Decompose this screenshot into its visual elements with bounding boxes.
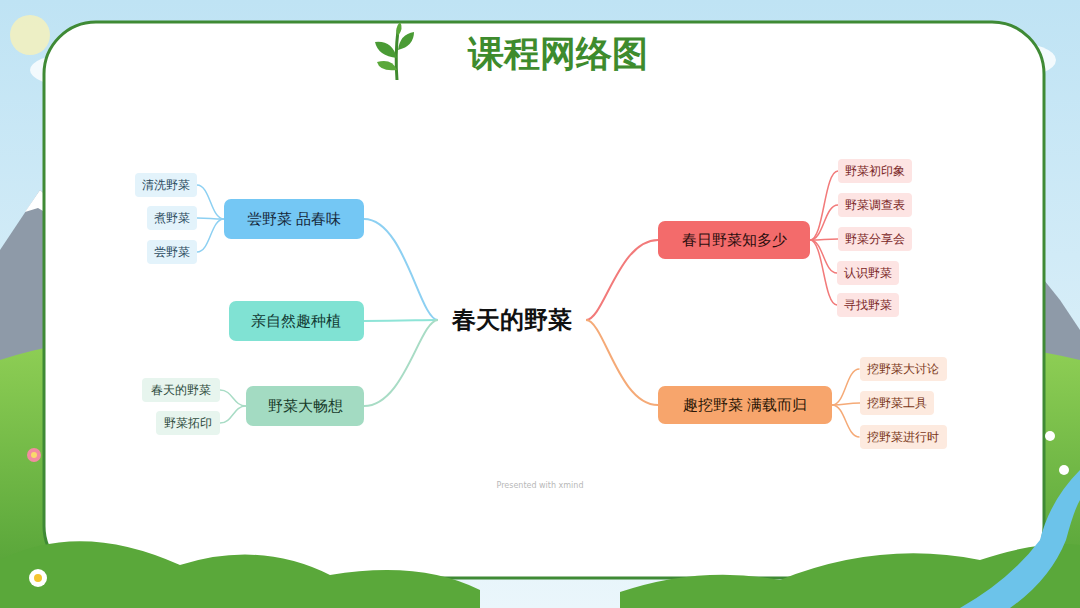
subtopic-box: 野菜拓印 <box>156 411 220 435</box>
river <box>960 470 1080 608</box>
topic-text: 清洗野菜 <box>142 178 190 192</box>
leaf-icon <box>375 22 414 80</box>
diagram-title: 课程网络图 <box>468 30 648 79</box>
flower-petals <box>29 569 47 587</box>
subtopic-box: 春天的野菜 <box>142 378 220 402</box>
flower <box>1045 431 1069 475</box>
branch-connector <box>832 405 860 437</box>
subtopic-box: 挖野菜工具 <box>860 391 934 415</box>
mindmap-ground <box>88 140 1000 498</box>
topic-text: 认识野菜 <box>844 266 892 280</box>
subtopic-box: 野菜调查表 <box>838 193 912 217</box>
subtopic-box: 清洗野菜 <box>135 173 197 197</box>
central-topic: 春天的野菜 <box>440 300 584 340</box>
foreground-grass <box>0 541 480 608</box>
branch-connector <box>197 219 224 252</box>
branch-connector <box>220 406 246 423</box>
main-topic-box: 春日野菜知多少 <box>658 221 810 259</box>
topic-text: 春日野菜知多少 <box>682 231 787 249</box>
branch-connector <box>197 218 224 219</box>
topic-text: 尝野菜 品春味 <box>247 210 342 228</box>
branch-connector <box>586 320 658 405</box>
topic-text: 尝野菜 <box>154 245 190 259</box>
sun <box>10 15 50 55</box>
subtopic-box: 挖野菜大讨论 <box>860 357 947 381</box>
flower <box>27 448 41 462</box>
branch-connector <box>364 219 438 320</box>
watermark: Presented with xmind <box>497 481 584 490</box>
topic-text: 煮野菜 <box>154 211 190 225</box>
leaf <box>375 42 397 58</box>
branch-connector <box>364 320 439 321</box>
branch-connector <box>832 369 860 405</box>
main-topic-box: 野菜大畅想 <box>246 386 364 426</box>
branch-connector <box>197 185 224 219</box>
topic-text: 挖野菜大讨论 <box>867 362 939 376</box>
topic-text: 挖野菜工具 <box>867 396 927 410</box>
branch-connector <box>220 390 246 406</box>
subtopic-box: 野菜分享会 <box>838 227 912 251</box>
topic-text: 春天的野菜 <box>452 306 572 335</box>
subtopic-box: 挖野菜进行时 <box>860 425 947 449</box>
topic-text: 野菜拓印 <box>164 416 212 430</box>
subtopic-box: 尝野菜 <box>147 240 197 264</box>
topic-text: 野菜大畅想 <box>268 397 343 415</box>
topic-text: 野菜初印象 <box>845 164 905 178</box>
panel <box>44 22 1044 578</box>
branch-connector <box>810 205 838 240</box>
topic-text: 挖野菜进行时 <box>867 430 939 444</box>
topic-text: 野菜调查表 <box>845 198 905 212</box>
topic-text: 春天的野菜 <box>151 383 211 397</box>
main-topic-box: 尝野菜 品春味 <box>224 199 364 239</box>
topic-text: 寻找野菜 <box>844 298 892 312</box>
flower-center <box>34 574 42 582</box>
branch-connector <box>586 240 658 320</box>
flower-petals <box>27 448 41 462</box>
branch-connector <box>364 320 438 406</box>
branch-connector <box>810 240 837 305</box>
leaf-stem <box>396 30 398 80</box>
topic-text: 野菜分享会 <box>845 232 905 246</box>
branch-connector <box>832 403 860 405</box>
flower-center <box>31 452 37 458</box>
flower-petals <box>1045 431 1055 441</box>
subtopic-box: 认识野菜 <box>837 261 899 285</box>
subtopic-box: 寻找野菜 <box>837 293 899 317</box>
branch-connector <box>810 240 837 273</box>
subtopic-box: 煮野菜 <box>147 206 197 230</box>
branch-connector <box>810 171 838 240</box>
subtopic-box: 野菜初印象 <box>838 159 912 183</box>
leaf <box>377 61 397 70</box>
leaf <box>396 22 401 36</box>
main-topic-box: 亲自然趣种植 <box>229 301 364 341</box>
topic-text: 亲自然趣种植 <box>251 312 341 330</box>
flower-petals <box>1059 465 1069 475</box>
topic-text: 趣挖野菜 满载而归 <box>683 396 808 414</box>
main-topic-box: 趣挖野菜 满载而归 <box>658 386 832 424</box>
leaf <box>398 32 414 50</box>
branch-connector <box>810 239 838 240</box>
flower <box>29 569 47 587</box>
